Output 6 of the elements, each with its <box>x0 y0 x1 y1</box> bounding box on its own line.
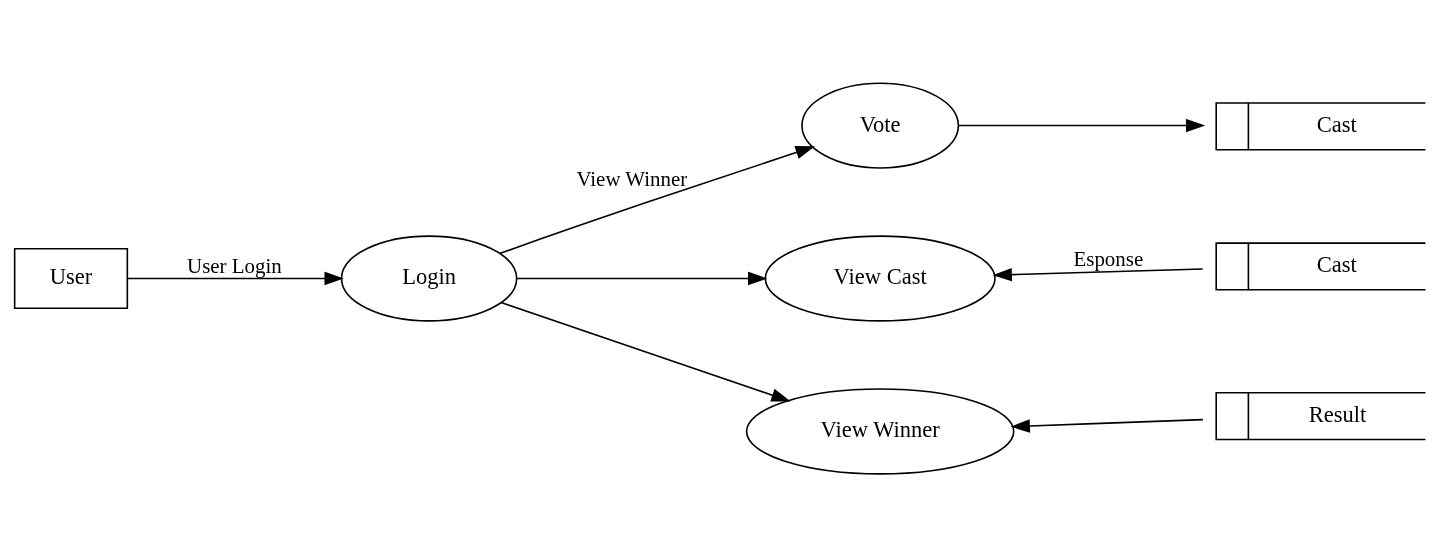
node-text: Cast <box>1316 251 1357 277</box>
edge-label: Esponse <box>1073 246 1144 271</box>
node-text: Result <box>1308 401 1367 427</box>
node-text: Cast <box>1316 111 1357 137</box>
edge-label: User Login <box>187 253 282 278</box>
edge-label: View Winner <box>576 166 688 191</box>
